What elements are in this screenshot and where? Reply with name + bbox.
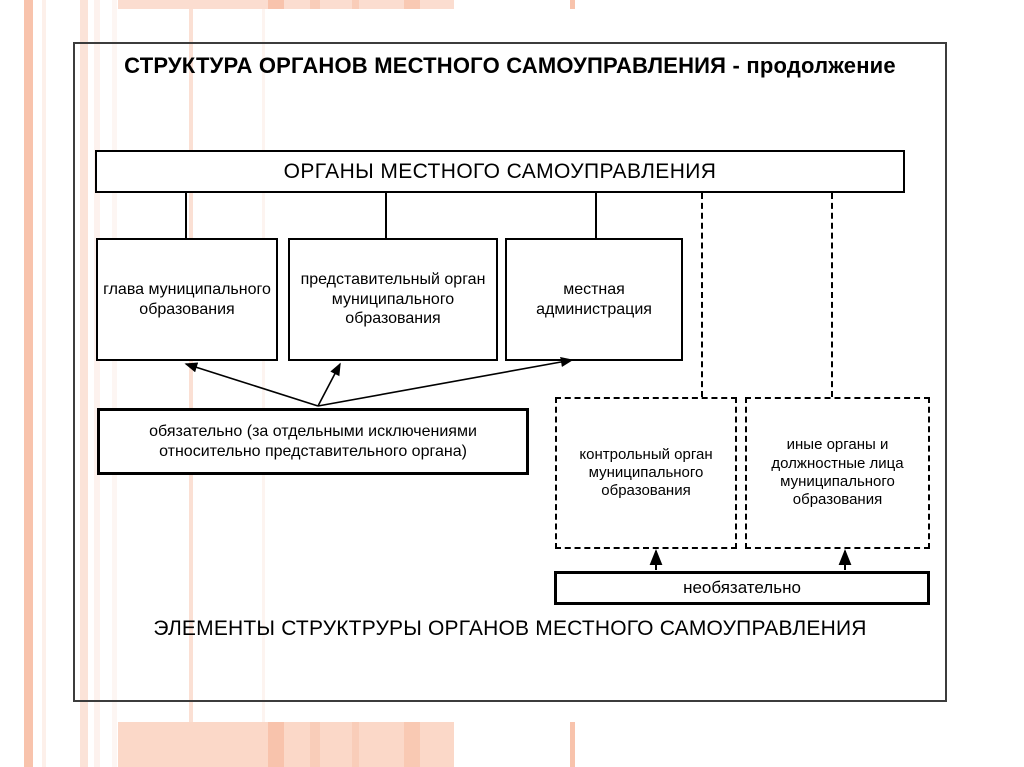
decor-vertical-stripe (80, 0, 88, 767)
page-title: СТРУКТУРА ОРГАНОВ МЕСТНОГО САМОУПРАВЛЕНИ… (124, 53, 896, 78)
connector-root-to-representative (385, 193, 387, 238)
connector-root-to-control-body (701, 193, 703, 397)
decor-vertical-stripe (112, 0, 117, 767)
decor-horizontal-band (352, 0, 359, 9)
node-other-bodies-and-officials[interactable]: иные органы и должностные лица муниципал… (745, 397, 930, 549)
decor-horizontal-band (118, 0, 454, 9)
diagram-caption: ЭЛЕМЕНТЫ СТРУКТРУРЫ ОРГАНОВ МЕСТНОГО САМ… (153, 617, 867, 640)
decor-horizontal-band (570, 0, 575, 9)
decor-horizontal-band (118, 722, 454, 767)
connector-root-to-other-bodies (831, 193, 833, 397)
decor-horizontal-band (310, 722, 320, 767)
decor-horizontal-band (268, 722, 284, 767)
connector-root-to-administration (595, 193, 597, 238)
legend-mandatory[interactable]: обязательно (за отдельными исключениями … (97, 408, 529, 475)
node-local-administration[interactable]: местная администрация (505, 238, 683, 361)
decor-vertical-stripe (42, 0, 46, 767)
decor-vertical-stripe (94, 0, 100, 767)
node-representative-body[interactable]: представительный орган муниципального об… (288, 238, 498, 361)
legend-optional[interactable]: необязательно (554, 571, 930, 605)
decor-horizontal-band (570, 722, 575, 767)
connector-root-to-head (185, 193, 187, 238)
node-head-of-municipality[interactable]: глава муниципального образования (96, 238, 278, 361)
decor-horizontal-band (310, 0, 320, 9)
decor-horizontal-band (404, 722, 420, 767)
decor-horizontal-band (268, 0, 284, 9)
node-control-body[interactable]: контрольный орган муниципального образов… (555, 397, 737, 549)
node-local-government-bodies[interactable]: ОРГАНЫ МЕСТНОГО САМОУПРАВЛЕНИЯ (95, 150, 905, 193)
decor-horizontal-band (352, 722, 359, 767)
decor-horizontal-band (404, 0, 420, 9)
slide-outer-frame (73, 42, 947, 702)
decor-vertical-stripe (24, 0, 33, 767)
